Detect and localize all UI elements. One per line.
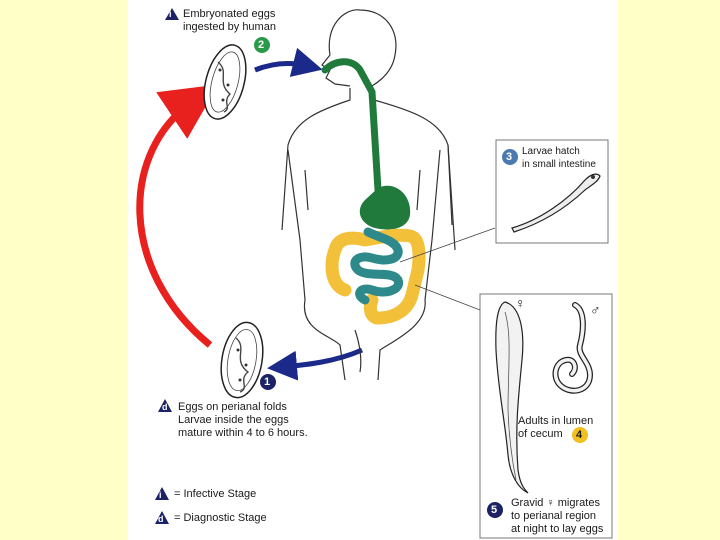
infective-marker-top <box>165 8 179 20</box>
step-4-line-1: Adults in lumen <box>518 415 594 427</box>
step-3-caption: Larvae hatch in small intestine <box>522 145 596 171</box>
step-5-line-2: to perianal region <box>511 510 597 522</box>
legend-diagnostic-label: = Diagnostic Stage <box>174 512 267 524</box>
stomach <box>359 185 411 230</box>
marker-letter-i-top: i <box>169 9 172 19</box>
adults-pointer-line <box>414 284 481 311</box>
step-4-line-2: of cecum <box>518 428 563 440</box>
ingestion-arrow <box>254 47 323 77</box>
legend-infective-label: = Infective Stage <box>174 488 257 500</box>
perianal-arrow <box>267 347 364 381</box>
diagnostic-marker-step1 <box>158 399 172 412</box>
larva-head <box>591 175 595 179</box>
marker-letter-i-legend: i <box>159 490 162 500</box>
step-2-badge <box>254 37 270 53</box>
female-worm-illustration <box>495 301 529 494</box>
step-1-caption: Embryonated eggs ingested by human <box>183 8 276 34</box>
male-worm-body <box>553 303 592 393</box>
infective-marker-legend <box>155 487 169 500</box>
cycle-arrow <box>136 84 219 348</box>
step-3-line-1: Larvae hatch <box>522 146 580 157</box>
step-4-number: 4 <box>576 429 583 441</box>
step-2-number: 2 <box>258 39 265 51</box>
step-3-number: 3 <box>506 151 513 163</box>
diagnostic-marker-legend <box>155 511 169 524</box>
step-3-badge <box>502 149 518 165</box>
step-5-number: 5 <box>491 504 498 516</box>
marker-letter-d-step1: d <box>162 402 168 412</box>
step-1d-line-1: Eggs on perianal folds <box>178 401 287 413</box>
larva-illustration <box>511 173 601 233</box>
female-worm-gut <box>504 311 517 481</box>
step-1d-caption: Eggs on perianal folds Larvae inside the… <box>178 401 308 440</box>
perianal-egg <box>220 321 264 399</box>
step-1-line-2: ingested by human <box>183 21 276 33</box>
step-5-caption: Gravid ♀ migrates to perianal region at … <box>511 497 603 536</box>
step-5-line-3: at night to lay eggs <box>511 523 604 535</box>
step-1d-line-2: Larvae inside the eggs <box>178 414 289 426</box>
step-4-badge <box>572 427 588 443</box>
marker-letter-d-legend: d <box>158 514 164 524</box>
step-1-line-1: Embryonated eggs <box>183 8 276 20</box>
embryonated-egg <box>203 44 247 120</box>
larvae-pointer-line <box>399 227 496 263</box>
step-3-line-2: in small intestine <box>522 159 596 170</box>
step-1-badge <box>260 374 276 390</box>
esophagus <box>321 58 382 194</box>
step-5-badge <box>487 502 503 518</box>
small-intestine <box>350 227 404 305</box>
step-1-number: 1 <box>264 376 271 388</box>
large-intestine <box>325 228 426 325</box>
human-body-outline <box>281 9 456 381</box>
male-symbol: ♂ <box>590 302 601 318</box>
female-symbol: ♀ <box>515 295 526 311</box>
step-1d-line-3: mature within 4 to 6 hours. <box>178 427 308 439</box>
step-4-caption: Adults in lumen of cecum <box>518 415 593 441</box>
step-5-line-1: Gravid ♀ migrates <box>511 497 600 509</box>
